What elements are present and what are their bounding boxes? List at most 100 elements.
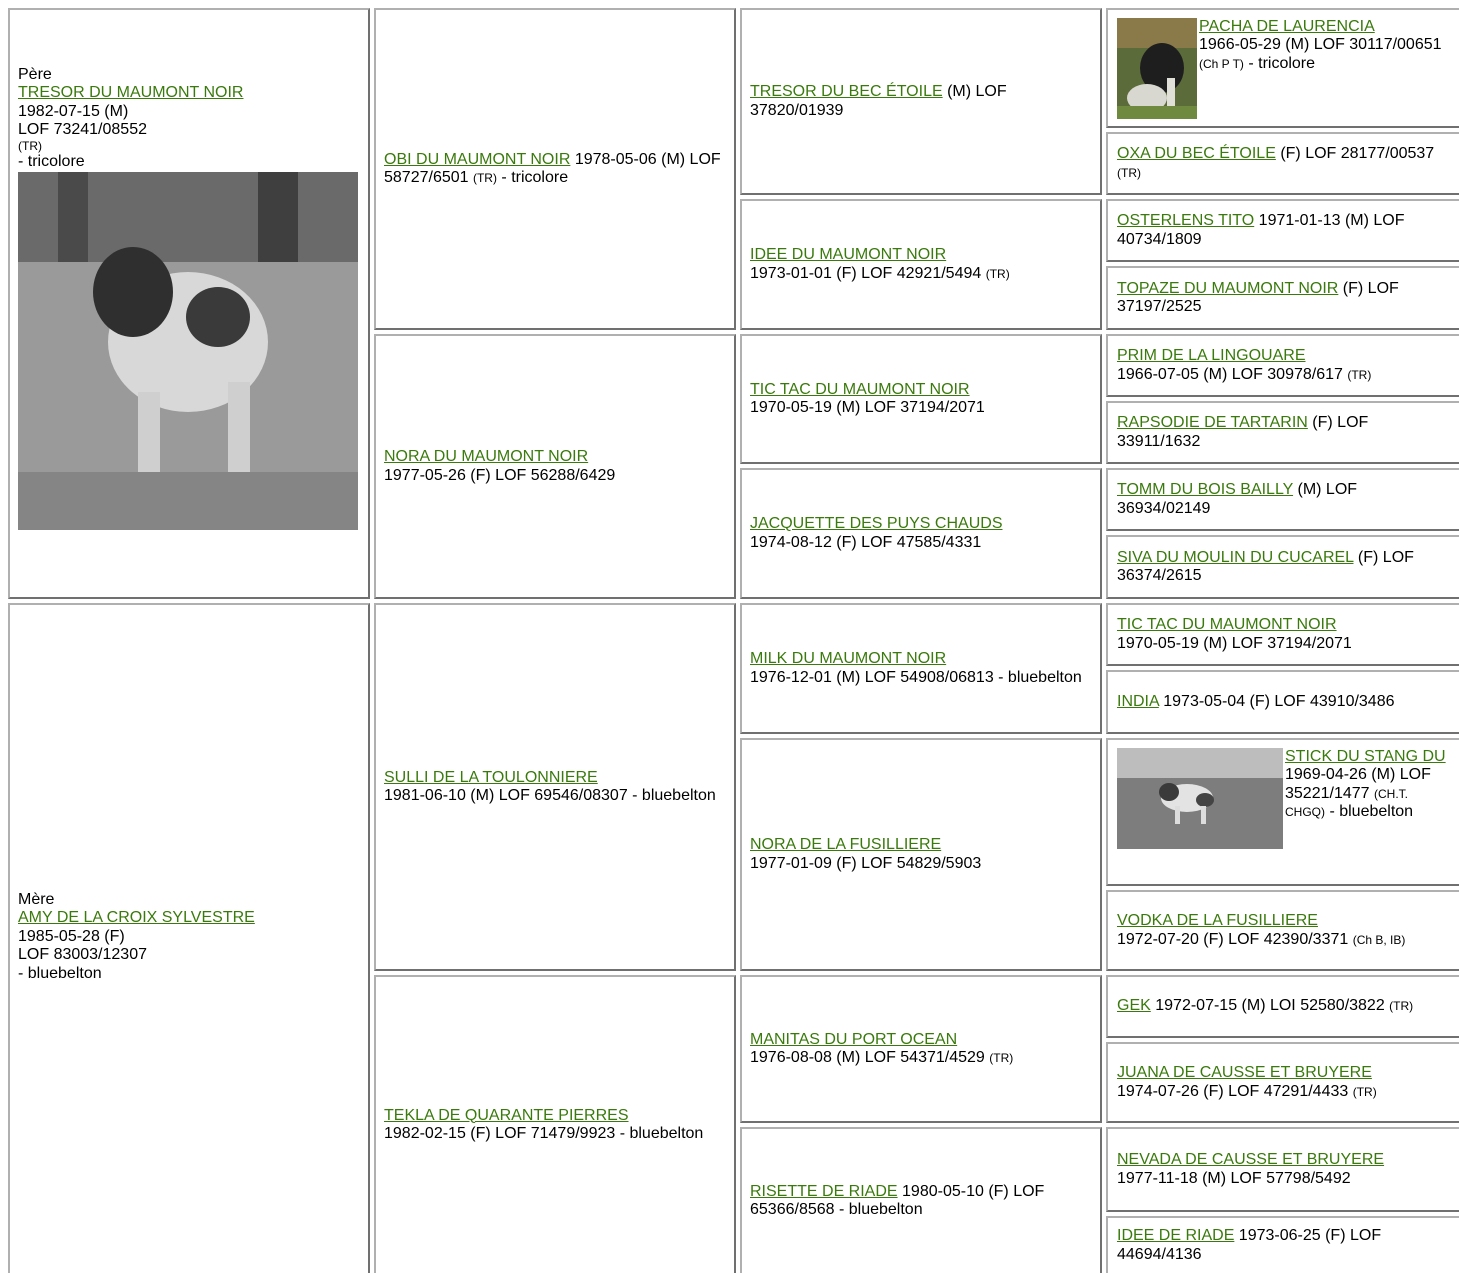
gen4-link[interactable]: NEVADA DE CAUSSE ET BRUYERE (1117, 1151, 1385, 1169)
gen3-link[interactable]: IDEE DU MAUMONT NOIR (750, 246, 947, 264)
gen4-title: (CH.T. CHGQ) (1285, 786, 1408, 820)
gen3-details: 1977-01-09 (F) LOF 54829/5903 (750, 854, 982, 872)
gen4-cell: STICK DU STANG DU 1969-04-26 (M) LOF 352… (1106, 738, 1459, 886)
gen3-details: 1974-08-12 (F) LOF 47585/4331 (750, 533, 982, 551)
gen4-details: 1973-06-25 (F) LOF 44694/4136 (1117, 1227, 1382, 1263)
sire-registration: LOF 73241/08552 (18, 121, 147, 139)
gen2-details: 1981-06-10 (M) LOF 69546/08307 - bluebel… (384, 787, 716, 804)
gen2-color: - tricolore (496, 169, 569, 186)
gen4-details: 1966-05-29 (M) LOF 30117/00651 (1199, 36, 1442, 54)
dam-birth: 1985-05-28 (F) (18, 927, 125, 945)
gen4-title: (Ch B, IB) (1352, 932, 1406, 947)
gen2-details: 1982-02-15 (F) LOF 71479/9923 - bluebelt… (384, 1125, 704, 1142)
sire-role-label: Père (18, 66, 52, 83)
gen3-details: 1976-08-08 (M) LOF 54371/4529 (750, 1049, 990, 1066)
gen2-details: 1977-05-26 (F) LOF 56288/6429 (384, 466, 616, 484)
gen3-link[interactable]: MILK DU MAUMONT NOIR (750, 650, 947, 668)
gen4-link[interactable]: PRIM DE LA LINGOUARE (1117, 347, 1306, 365)
dam-registration: LOF 83003/12307 (18, 946, 147, 964)
gen4-link[interactable]: PACHA DE LAURENCIA (1199, 18, 1375, 35)
gen4-link[interactable]: STICK DU STANG DU (1285, 748, 1446, 765)
dam-link[interactable]: AMY DE LA CROIX SYLVESTRE (18, 909, 255, 927)
gen4-details: 1970-05-19 (M) LOF 37194/2071 (1117, 634, 1352, 652)
gen3-details: 1973-01-01 (F) LOF 42921/5494 (750, 264, 986, 282)
sire-link[interactable]: TRESOR DU MAUMONT NOIR (18, 84, 244, 102)
gen4-link[interactable]: OSTERLENS TITO (1117, 212, 1255, 230)
gen2-link[interactable]: NORA DU MAUMONT NOIR (384, 448, 589, 466)
gen3-title: (TR) (989, 1051, 1014, 1065)
gen3-link[interactable]: TIC TAC DU MAUMONT NOIR (750, 380, 970, 398)
gen4-details: (F) LOF 33911/1632 (1117, 414, 1369, 450)
gen2-cell: OBI DU MAUMONT NOIR 1978-05-06 (M) LOF 5… (374, 8, 736, 330)
gen3-title: (TR) (985, 266, 1010, 281)
gen4-link[interactable]: INDIA (1117, 692, 1159, 710)
ancestor-photo[interactable] (1117, 18, 1197, 119)
gen4-link[interactable]: TOPAZE DU MAUMONT NOIR (1117, 279, 1339, 297)
gen4-title: (TR) (1389, 999, 1414, 1014)
gen4-details: 1977-11-18 (M) LOF 57798/5492 (1117, 1169, 1351, 1187)
gen3-cell: TRESOR DU BEC ÉTOILE (M) LOF 37820/01939 (740, 8, 1102, 195)
ancestor-photo[interactable] (1117, 748, 1283, 849)
gen2-title: (TR) (472, 171, 497, 185)
gen2-link[interactable]: SULLI DE LA TOULONNIERE (384, 768, 598, 786)
gen3-details: 1976-12-01 (M) LOF 54908/06813 - bluebel… (750, 668, 1082, 686)
gen4-title: (TR) (1352, 1084, 1377, 1099)
dam-role-label: Mère (18, 891, 55, 908)
gen2-details: 1978-05-06 (M) LOF 58727/6501 (384, 150, 721, 186)
gen3-cell: RISETTE DE RIADE 1980-05-10 (F) LOF 6536… (740, 1127, 1102, 1273)
gen4-title: (TR) (1117, 165, 1141, 180)
sire-photo[interactable] (18, 171, 358, 530)
dam-cell: Mère AMY DE LA CROIX SYLVESTRE 1985-05-2… (8, 603, 370, 1273)
gen4-details: 1966-07-05 (M) LOF 30978/617 (1117, 365, 1348, 383)
gen4-link[interactable]: JUANA DE CAUSSE ET BRUYERE (1117, 1064, 1372, 1082)
gen2-link[interactable]: TEKLA DE QUARANTE PIERRES (384, 1106, 629, 1124)
gen4-cell: RAPSODIE DE TARTARIN (F) LOF 33911/1632 (1106, 401, 1459, 464)
gen3-link[interactable]: NORA DE LA FUSILLIERE (750, 836, 942, 854)
gen4-details: 1969-04-26 (M) LOF 35221/1477 (1285, 766, 1431, 802)
gen3-link[interactable]: MANITAS DU PORT OCEAN (750, 1030, 958, 1048)
gen4-link[interactable]: VODKA DE LA FUSILLIERE (1117, 912, 1318, 930)
gen4-link[interactable]: OXA DU BEC ÉTOILE (1117, 145, 1276, 163)
gen3-link[interactable]: RISETTE DE RIADE (750, 1182, 898, 1200)
gen4-cell: INDIA 1973-05-04 (F) LOF 43910/3486 (1106, 670, 1459, 734)
gen2-link[interactable]: OBI DU MAUMONT NOIR (384, 150, 571, 168)
gen4-title: (Ch P T) (1199, 56, 1244, 71)
gen4-details: (F) LOF 36374/2615 (1117, 548, 1414, 584)
gen3-details: (M) LOF 37820/01939 (750, 83, 1007, 119)
gen4-details: (F) LOF 37197/2525 (1117, 279, 1399, 315)
sire-cell: Père TRESOR DU MAUMONT NOIR 1982-07-15 (… (8, 8, 370, 599)
gen4-link[interactable]: TOMM DU BOIS BAILLY (1117, 481, 1294, 499)
gen4-link[interactable]: RAPSODIE DE TARTARIN (1117, 414, 1308, 432)
gen3-link[interactable]: TRESOR DU BEC ÉTOILE (750, 83, 943, 101)
gen4-link[interactable]: TIC TAC DU MAUMONT NOIR (1117, 616, 1337, 634)
gen4-link[interactable]: GEK (1117, 997, 1151, 1015)
sire-birth: 1982-07-15 (M) (18, 102, 129, 120)
gen3-details: 1980-05-10 (F) LOF 65366/8568 - bluebelt… (750, 1182, 1045, 1218)
gen4-color: - tricolore (1243, 54, 1316, 72)
gen4-details: (M) LOF 36934/02149 (1117, 481, 1358, 517)
gen3-link[interactable]: JACQUETTE DES PUYS CHAUDS (750, 515, 1003, 533)
gen4-color: - bluebelton (1325, 803, 1414, 821)
gen4-link[interactable]: IDEE DE RIADE (1117, 1227, 1235, 1245)
gen4-link[interactable]: SIVA DU MOULIN DU CUCAREL (1117, 548, 1354, 566)
dam-color: - bluebelton (18, 964, 102, 982)
gen4-cell: TOMM DU BOIS BAILLY (M) LOF 36934/02149 (1106, 468, 1459, 531)
gen4-details: 1972-07-20 (F) LOF 42390/3371 (1117, 930, 1353, 948)
sire-title: (TR) (18, 138, 42, 153)
gen3-details: 1970-05-19 (M) LOF 37194/2071 (750, 399, 985, 416)
gen4-cell: SIVA DU MOULIN DU CUCAREL (F) LOF 36374/… (1106, 535, 1459, 599)
gen4-details: 1971-01-13 (M) LOF 40734/1809 (1117, 212, 1405, 248)
gen4-cell: TOPAZE DU MAUMONT NOIR (F) LOF 37197/252… (1106, 266, 1459, 330)
